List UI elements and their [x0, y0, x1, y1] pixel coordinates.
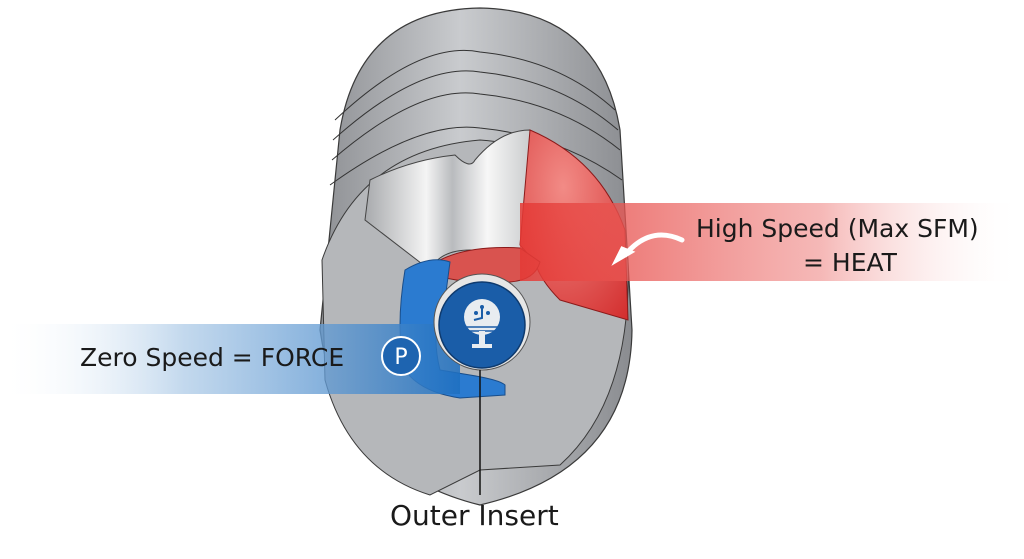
svg-text:P: P — [394, 345, 407, 370]
flute-silver — [364, 129, 541, 271]
arrow-head — [611, 246, 636, 266]
groove-line — [332, 70, 619, 141]
p-pin-icon: P — [381, 336, 421, 376]
zero-speed-label: Zero Speed = FORCE — [80, 343, 345, 372]
outer-insert-label: Outer Insert — [390, 499, 559, 532]
heat-label: = HEAT — [803, 248, 897, 277]
heat-band — [520, 203, 1024, 281]
center-insert-icon — [464, 299, 500, 348]
high-speed-label: High Speed (Max SFM) — [696, 214, 979, 243]
groove-line — [329, 126, 623, 186]
groove-line — [331, 92, 621, 161]
groove-line — [334, 49, 616, 121]
